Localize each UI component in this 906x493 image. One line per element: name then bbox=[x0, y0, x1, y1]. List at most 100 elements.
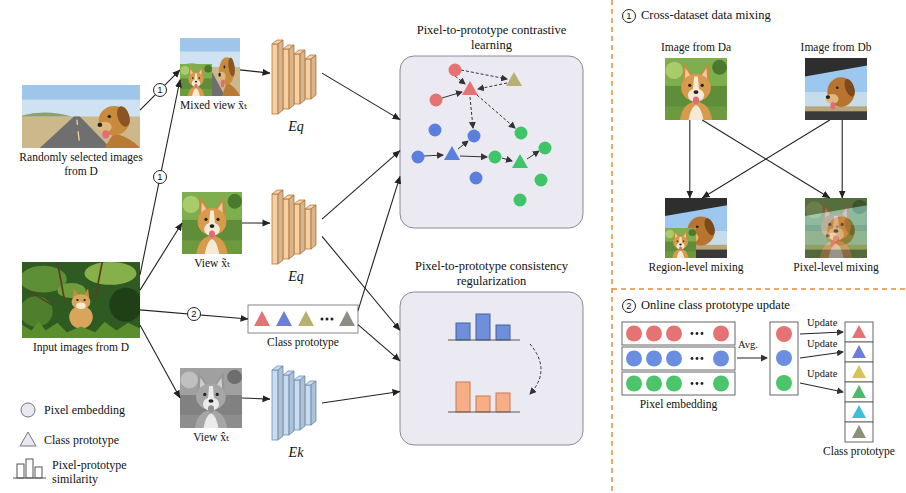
legend-text: Pixel embedding bbox=[44, 403, 164, 417]
consistency-panel-rect bbox=[476, 396, 490, 412]
node-caption: Class prototype bbox=[243, 336, 363, 350]
encoder-block: Ek bbox=[270, 364, 322, 442]
contrastive-panel-circle bbox=[514, 194, 527, 207]
consistency-panel-rect bbox=[456, 323, 470, 340]
mean-embedding-column-circle bbox=[776, 375, 792, 391]
loss-panel: Pixel-to-prototype consistency regulariz… bbox=[400, 292, 583, 445]
flow-arrow bbox=[702, 120, 830, 198]
encoder-layers bbox=[272, 40, 316, 114]
contrastive-panel bbox=[400, 56, 583, 228]
encoder-layers bbox=[272, 366, 316, 440]
legend-symbols bbox=[13, 403, 46, 478]
pixel-embedding-matrix-circle bbox=[691, 382, 694, 385]
region-mix-photo bbox=[665, 198, 727, 258]
prototype-row-rect bbox=[248, 305, 358, 333]
prototype-column-rect bbox=[845, 362, 873, 382]
callout-number: 2 bbox=[622, 299, 636, 313]
pixel-embedding-matrix-circle bbox=[713, 351, 729, 367]
source-image: Image from Db bbox=[805, 58, 867, 120]
encoder-layers bbox=[272, 190, 316, 264]
consistency-panel-rect bbox=[496, 393, 510, 412]
mixed-image: Region-level mixing bbox=[665, 198, 727, 258]
legend-symbols-line bbox=[13, 478, 46, 479]
contrastive-panel-line bbox=[442, 92, 462, 98]
prototype-row-circle bbox=[331, 318, 334, 321]
contrastive-panel-circle bbox=[539, 142, 552, 155]
contrastive-panel-polygon bbox=[506, 72, 522, 86]
node-caption: View x̂ₜ bbox=[166, 431, 256, 445]
operation-label: Update bbox=[806, 317, 838, 330]
legend-symbols-polygon bbox=[20, 432, 36, 446]
flow-arrow bbox=[358, 325, 400, 361]
legend-text: Class prototype bbox=[44, 433, 164, 447]
encoder-block: Eq bbox=[270, 188, 322, 266]
mean-embedding-column bbox=[770, 322, 798, 395]
consistency-panel-path bbox=[530, 344, 541, 394]
pixel-embedding-matrix-circle bbox=[696, 357, 699, 360]
pixel-embedding-matrix-circle bbox=[713, 326, 729, 342]
gray-view bbox=[180, 368, 242, 428]
node-caption: View x̃ₜ bbox=[167, 257, 257, 271]
pixel-embedding-matrix-circle bbox=[713, 376, 729, 392]
legend-symbols-circle bbox=[21, 403, 35, 417]
contrastive-panel-circle bbox=[470, 172, 483, 185]
operation-label: Update bbox=[806, 368, 838, 381]
prototype-column bbox=[845, 322, 873, 442]
node-caption: Eq bbox=[276, 119, 316, 136]
consistency-panel-rect bbox=[456, 382, 470, 412]
step-number: 1 bbox=[153, 170, 167, 184]
view-tile: View x̂ₜ bbox=[180, 368, 242, 428]
consistency-panel-line bbox=[448, 412, 520, 413]
prototype-row-polygon bbox=[298, 311, 314, 326]
flow-arrow bbox=[322, 391, 400, 403]
step-number: 1 bbox=[153, 83, 167, 97]
flow-arrow bbox=[322, 236, 400, 330]
node-caption: Image from Db bbox=[781, 41, 891, 55]
contrastive-panel-circle bbox=[449, 64, 462, 77]
pixel-embedding-matrix-circle bbox=[626, 326, 642, 342]
mean-embedding-column-rect bbox=[770, 322, 798, 395]
prototype-bank: Class prototype bbox=[248, 305, 358, 333]
contrastive-panel-line bbox=[502, 158, 512, 161]
flow-arrow bbox=[689, 120, 690, 198]
prototype-column-rect bbox=[845, 342, 873, 362]
pixel-embedding-matrix-circle bbox=[696, 332, 699, 335]
flow-arrow bbox=[322, 151, 400, 220]
node-caption: Mixed view x̄ₜ bbox=[180, 99, 280, 113]
view-photo bbox=[182, 192, 242, 254]
source-photo bbox=[665, 58, 727, 120]
contrastive-panel-line bbox=[527, 151, 539, 159]
update-arrow bbox=[800, 332, 843, 334]
view-tile: Mixed view x̄ₜ bbox=[180, 38, 240, 96]
image-tile: Randomly selected images from D bbox=[22, 85, 140, 148]
pixel-mix-photo bbox=[805, 198, 867, 258]
node-caption: Eq bbox=[276, 269, 316, 286]
prototype-column-polygon bbox=[852, 325, 866, 338]
road-photo bbox=[22, 85, 140, 148]
view-tile: View x̃ₜ bbox=[182, 192, 242, 254]
contrastive-panel-circle bbox=[429, 124, 442, 137]
contrastive-panel-rect bbox=[400, 56, 583, 228]
prototype-column-polygon bbox=[852, 365, 866, 378]
embedding-matrix: Pixel embedding bbox=[622, 322, 735, 395]
pixel-embedding-matrix bbox=[622, 322, 735, 395]
contrastive-panel-line bbox=[461, 70, 507, 79]
mean-embedding-column-circle bbox=[776, 350, 792, 366]
contrastive-panel-line bbox=[477, 95, 515, 128]
source-photo bbox=[805, 58, 867, 120]
prototype-column-rect bbox=[845, 322, 873, 342]
legend-symbols-rect bbox=[26, 459, 33, 478]
contrastive-panel-circle bbox=[515, 127, 528, 140]
mean-embedding-column-circle bbox=[776, 326, 792, 342]
flow-arrow bbox=[242, 222, 270, 223]
pixel-embedding-matrix-rect bbox=[622, 322, 735, 345]
pixel-embedding-matrix-circle bbox=[666, 351, 682, 367]
forest-photo bbox=[20, 262, 143, 338]
node-caption: Pixel-to-prototype consistency regulariz… bbox=[402, 259, 582, 289]
encoder-block: Eq bbox=[270, 38, 322, 116]
pixel-embedding-matrix-circle bbox=[646, 376, 662, 392]
prototype-column-rect bbox=[845, 382, 873, 402]
pixel-embedding-matrix-circle bbox=[691, 332, 694, 335]
mixed-image: Pixel-level mixing bbox=[805, 198, 867, 258]
